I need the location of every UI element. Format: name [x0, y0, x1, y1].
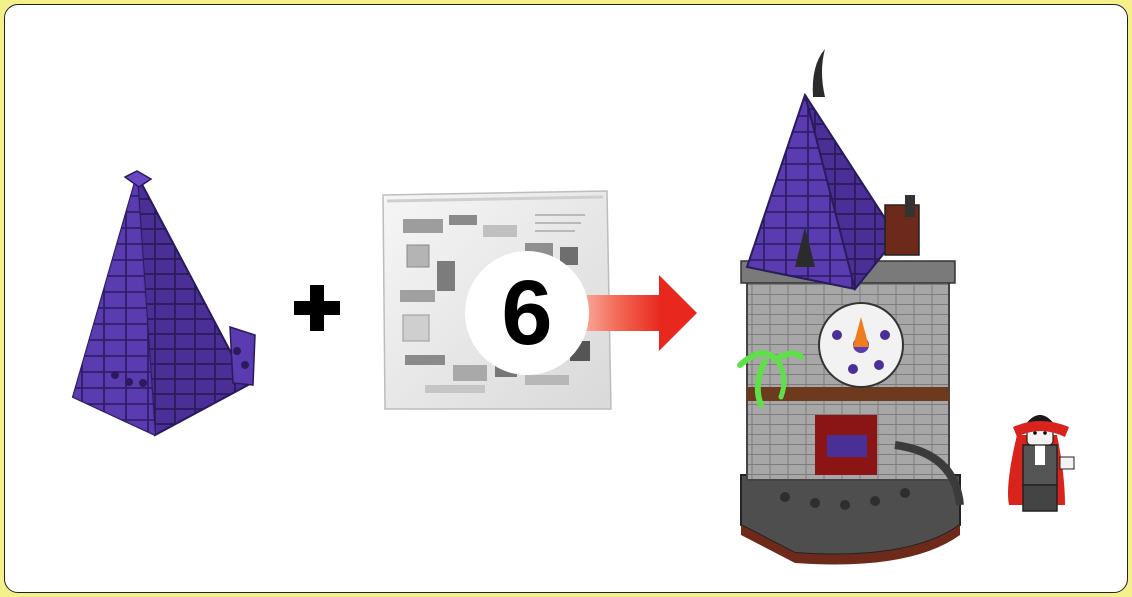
plus-icon: [294, 285, 340, 331]
result-tower-image: [740, 49, 960, 564]
bag-number-badge: 6: [465, 251, 589, 375]
instruction-step-panel: 6: [4, 4, 1128, 593]
roof-piece-image: [73, 171, 255, 435]
vampire-minifigure-image: [1008, 415, 1074, 511]
